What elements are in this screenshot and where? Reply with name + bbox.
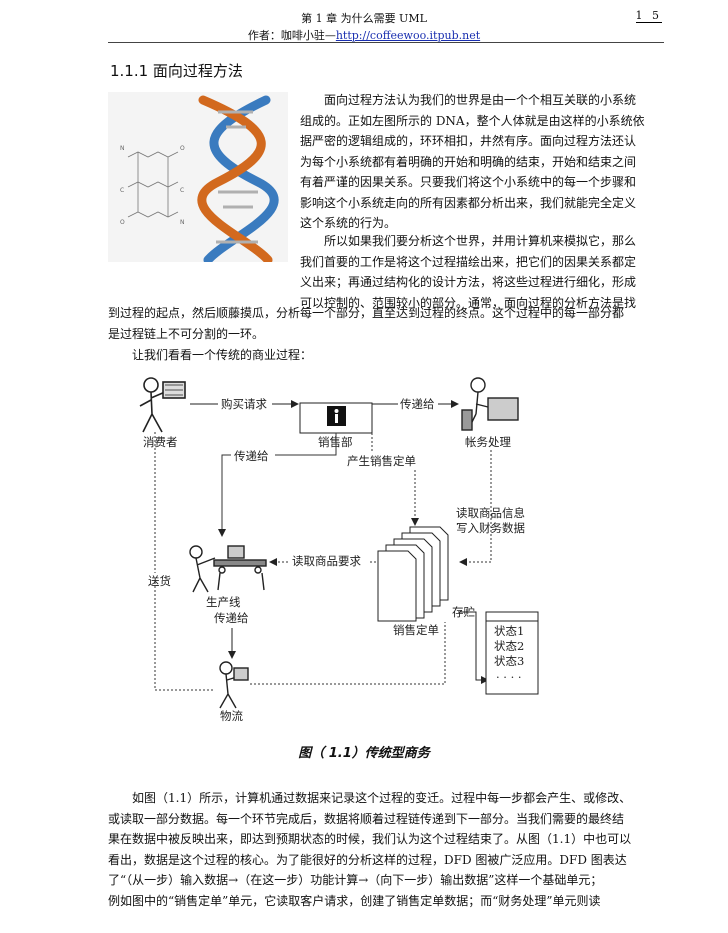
label-create-order: 产生销售定单 xyxy=(347,454,416,468)
para4-line: 例如图中的“销售定单”单元，它读取客户请求，创建了销售定单数据；而“财务处理”单… xyxy=(108,893,601,908)
label-sales-order: 销售定单 xyxy=(393,623,439,637)
svg-text:C: C xyxy=(120,187,124,194)
svg-text:O: O xyxy=(180,145,185,152)
author-label: 作者：咖啡小驻— xyxy=(247,29,336,42)
sales-dept-box xyxy=(299,402,373,434)
label-pass-to-2: 传递给 xyxy=(234,449,269,463)
consumer-icon xyxy=(139,377,186,433)
label-read-goods-info: 读取商品信息 xyxy=(456,506,525,520)
para1-line: 为每个小系统都有着明确的开始和明确的结束，开始和结束之间 xyxy=(300,154,637,169)
label-consumer: 消费者 xyxy=(143,435,178,449)
para4-line: 果在数据中被反映出来，即达到预期状态的时候，我们认为这个过程结束了。从图（1.1… xyxy=(108,832,632,846)
para1-line: 面向过程方法认为我们的世界是由一个个相互关联的小系统 xyxy=(324,93,637,107)
label-purchase-request: 购买请求 xyxy=(221,397,267,411)
svg-text:C: C xyxy=(180,187,184,194)
para2-line: 义出来；再通过结构化的设计方法，将这些过程进行细化，形成 xyxy=(300,275,637,289)
label-production-line: 生产线 xyxy=(206,595,241,609)
para4-line: 了“（从一步）输入数据→（在这一步）功能计算→（向下一步）输出数据”这样一个基础… xyxy=(108,873,603,887)
accounting-icon xyxy=(461,377,519,431)
author-link[interactable]: http://coffeewoo.itpub.net xyxy=(335,29,481,42)
page-number: 1 5 xyxy=(635,9,662,23)
para2-line: 我们首要的工作是将这个过程描绘出来，把它们的因果关系都定 xyxy=(300,254,637,269)
para1-line: 组成的。正如左图所示的 DNA，整个人体就是由这样的小系统依 xyxy=(300,113,645,128)
para2-line: 是过程链上不可分割的一环。 xyxy=(108,326,265,341)
para4-line: 或读取一部分数据。每一个环节完成后，数据将顺着过程链传递到下一部分。当我们需要的… xyxy=(108,811,625,826)
label-state: 状态2 xyxy=(494,639,524,653)
section-title: 1.1.1 面向过程方法 xyxy=(110,62,243,80)
label-state: 状态1 xyxy=(494,624,524,638)
para3: 让我们看看一个传统的商业过程： xyxy=(132,348,313,362)
svg-text:N: N xyxy=(180,219,185,226)
para1-line: 这个系统的行为。 xyxy=(300,216,397,230)
para4-line: 如图（1.1）所示，计算机通过数据来记录这个过程的变迁。过程中每一步都会产生、或… xyxy=(132,791,632,805)
sales-order-document-stack xyxy=(377,526,449,622)
label-pass-to-1: 传递给 xyxy=(400,397,435,411)
logistics-icon xyxy=(219,661,249,709)
label-accounting: 帐务处理 xyxy=(465,435,511,449)
para1-line: 有着严谨的因果关系。只要我们将这个小系统中的每一个步骤和 xyxy=(300,175,637,189)
state-store-box xyxy=(485,611,539,695)
running-header-author: 作者：咖啡小驻—http://coffeewoo.itpub.net xyxy=(0,27,728,43)
para1-line: 影响这个小系统走向的所有因素都分析出来，我们就能完全定义 xyxy=(300,195,637,210)
para1-line: 据严密的逻辑组成的，环环相扣，井然有序。面向过程方法还认 xyxy=(300,134,637,148)
label-state: 状态3 xyxy=(494,654,524,668)
para2-line: 可以控制的、范围较小的部分。通常，面向过程的分析方法是找 xyxy=(300,295,637,310)
header-rule xyxy=(108,42,664,43)
label-pass-to-3: 传递给 xyxy=(214,611,249,625)
svg-text:O: O xyxy=(120,219,125,226)
label-logistics: 物流 xyxy=(220,709,243,723)
label-read-goods-req: 读取商品要求 xyxy=(292,554,361,568)
para2-line: 所以如果我们要分析这个世界，并用计算机来模拟它，那么 xyxy=(324,234,637,248)
label-write-finance: 写入财务数据 xyxy=(456,521,525,535)
production-line-icon xyxy=(189,545,267,593)
para4-line: 看出，数据是这个过程的核心。为了能很好的分析这样的过程，DFD 图被广泛应用。D… xyxy=(108,852,627,867)
label-state: · · · · xyxy=(496,670,522,684)
label-store: 存贮 xyxy=(452,605,475,619)
svg-text:N: N xyxy=(120,145,125,152)
figure-caption: 图（ 1.1）传统型商务 xyxy=(298,746,430,761)
label-delivery: 送货 xyxy=(148,574,171,588)
para2-line: 到过程的起点，然后顺藤摸瓜，分析每一个部分，直至达到过程的终点。这个过程中的每一… xyxy=(108,306,625,320)
dna-illustration: N O C C O N xyxy=(108,92,288,262)
label-sales-dept: 销售部 xyxy=(318,435,353,449)
running-header-chapter: 第 1 章 为什么需要 UML xyxy=(301,12,427,25)
